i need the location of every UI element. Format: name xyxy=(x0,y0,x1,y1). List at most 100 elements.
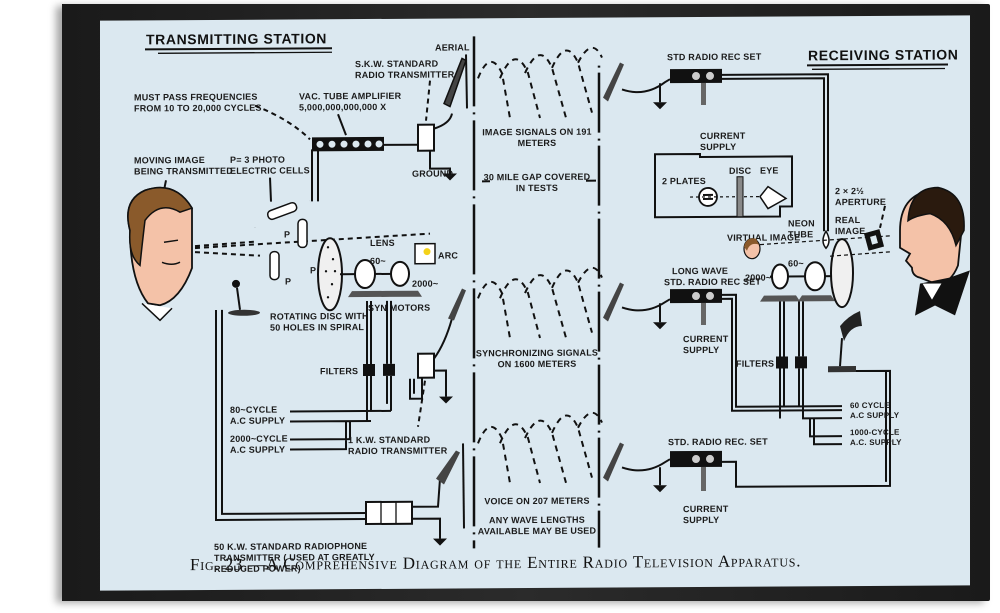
svg-text:CURRENT: CURRENT xyxy=(683,504,729,514)
std-radio-rec-set-label: STD. RADIO REC. SET xyxy=(668,437,768,448)
eye-icon xyxy=(759,185,788,210)
aerial-icon xyxy=(603,282,624,322)
filters-label: FILTERS xyxy=(736,359,774,369)
supply-60-cycle-label: 60 CYCLE A.C SUPPLY xyxy=(850,401,900,420)
ground-icon xyxy=(653,102,667,110)
light-path xyxy=(194,232,431,257)
photoelectric-cells xyxy=(253,149,319,281)
svg-text:MUST PASS FREQUENCIES: MUST PASS FREQUENCIES xyxy=(134,92,258,103)
two-thousand-cycle-label: 2000~ xyxy=(412,279,438,289)
svg-text:REAL: REAL xyxy=(835,215,861,225)
ground-icon xyxy=(443,173,457,181)
disc-label: DISC xyxy=(729,166,752,176)
two-plates-label: 2 PLATES xyxy=(662,176,706,186)
motor-wires xyxy=(779,301,804,357)
virtual-image-face xyxy=(743,238,761,260)
aerial-icon xyxy=(436,450,460,485)
wire xyxy=(621,298,671,312)
photocell-p-label: P xyxy=(310,265,316,275)
supply-1000-cycle-label: 1000-CYCLE A.C. SUPPLY xyxy=(850,428,902,447)
filter-box xyxy=(383,363,395,376)
fifty-kw-label: 50 K.W. STANDARD RADIOPHONE TRANSMITTER … xyxy=(214,541,375,574)
filter-wires xyxy=(779,368,842,420)
svg-text:IMAGE SIGNALS ON 191: IMAGE SIGNALS ON 191 xyxy=(482,127,592,138)
svg-text:5,000,000,000,000 X: 5,000,000,000,000 X xyxy=(299,102,386,113)
amplifier-tubes xyxy=(316,140,383,148)
svg-text:IMAGE: IMAGE xyxy=(835,226,866,236)
motor-wires xyxy=(366,300,392,365)
disc-section xyxy=(736,176,744,218)
pointer-arrow xyxy=(417,380,426,427)
bottom-receiver-wire xyxy=(722,460,737,487)
svg-text:SUPPLY: SUPPLY xyxy=(700,142,736,152)
svg-text:1000-CYCLE: 1000-CYCLE xyxy=(850,428,900,437)
svg-text:2 × 2½: 2 × 2½ xyxy=(835,186,864,196)
svg-text:MOVING IMAGE: MOVING IMAGE xyxy=(134,155,205,165)
image-signal-waves xyxy=(477,46,603,119)
svg-text:SUPPLY: SUPPLY xyxy=(683,345,719,355)
skw-transmitter-label: S.K.W. STANDARD RADIO TRANSMITTER xyxy=(355,59,455,81)
heading-underline xyxy=(158,51,332,54)
neon-tube-inset xyxy=(654,152,793,219)
heading-underline xyxy=(807,63,948,67)
supply-wires xyxy=(809,418,842,446)
filter-box xyxy=(776,356,788,369)
receiving-station-heading: RECEIVING STATION xyxy=(808,46,958,63)
current-supply-label: CURRENT SUPPLY xyxy=(683,504,729,525)
microphone-icon xyxy=(228,279,260,316)
svg-text:CURRENT: CURRENT xyxy=(700,131,746,141)
svg-text:TRANSMITTER ( USED AT GREATLY: TRANSMITTER ( USED AT GREATLY xyxy=(214,552,375,563)
transmitted-face-illustration xyxy=(127,186,194,322)
filters-label: FILTERS xyxy=(320,366,358,376)
virtual-image-label: VIRTUAL IMAGE xyxy=(727,232,800,242)
svg-text:REDUCED POWER): REDUCED POWER) xyxy=(214,563,301,574)
wire xyxy=(412,478,441,508)
ground-wire xyxy=(429,150,451,174)
figure-caption: Fig. 23.—A Comprehensive Diagram of the … xyxy=(190,551,801,574)
rotating-disc xyxy=(317,237,343,312)
arc-light-icon xyxy=(423,248,431,256)
photocell-p-label: P xyxy=(284,229,290,239)
svg-text:IN TESTS: IN TESTS xyxy=(516,183,558,193)
aerial-icon xyxy=(603,442,624,482)
one-kw-transmitter xyxy=(417,352,435,379)
long-wave-wire xyxy=(722,293,842,412)
voice-label: VOICE ON 207 METERS xyxy=(484,496,589,507)
svg-text:A.C SUPPLY: A.C SUPPLY xyxy=(850,411,900,420)
svg-text:S.K.W. STANDARD: S.K.W. STANDARD xyxy=(355,59,439,70)
svg-text:A.C SUPPLY: A.C SUPPLY xyxy=(230,416,285,426)
aerial-icon xyxy=(448,288,466,321)
receiving-synchronous-motors xyxy=(760,261,835,302)
skw-transmitter xyxy=(417,123,435,152)
moving-image-label: MOVING IMAGE BEING TRANSMITTED xyxy=(134,155,233,176)
aerial-mast xyxy=(465,54,468,109)
two-thousand-cycle-label: 2000~ xyxy=(745,273,771,283)
svg-text:1 K.W. STANDARD: 1 K.W. STANDARD xyxy=(348,435,431,446)
amplifier-label: VAC. TUBE AMPLIFIER 5,000,000,000,000 X xyxy=(299,91,402,113)
ground-label: GROUND xyxy=(412,168,453,178)
rotating-disc-label: ROTATING DISC WITH 50 HOLES IN SPIRAL xyxy=(270,311,369,333)
mile-gap-label: 30 MILE GAP COVERED IN TESTS xyxy=(484,172,591,193)
svg-text:APERTURE: APERTURE xyxy=(835,197,886,207)
svg-text:SUPPLY: SUPPLY xyxy=(683,515,719,525)
receiving-disc xyxy=(830,238,854,309)
aerial-icon xyxy=(603,62,624,102)
std-radio-set-label: STD RADIO REC SET xyxy=(667,52,762,63)
sixty-cycle-label: 60~ xyxy=(788,258,804,268)
photocell-p-label: P xyxy=(285,276,291,286)
vacuum-tube-amplifier xyxy=(312,136,384,152)
receiver-wire xyxy=(722,73,829,232)
sync-signals-label: SYNCHRONIZING SIGNALS ON 1600 METERS xyxy=(476,348,598,370)
svg-text:P= 3 PHOTO: P= 3 PHOTO xyxy=(230,155,285,165)
ground-icon xyxy=(433,538,447,546)
wire xyxy=(433,318,453,360)
real-image-label: REAL IMAGE xyxy=(835,215,866,236)
supply-wires xyxy=(290,409,391,451)
supply-80-cycle-label: 80~CYCLE A.C SUPPLY xyxy=(230,405,285,426)
pointer-line xyxy=(269,177,272,202)
heading-underline xyxy=(812,67,945,70)
svg-text:ANY WAVE LENGTHS: ANY WAVE LENGTHS xyxy=(489,515,585,526)
eye-label: EYE xyxy=(760,166,779,176)
svg-text:ON 1600 METERS: ON 1600 METERS xyxy=(498,359,577,369)
ground-wire xyxy=(434,369,447,397)
